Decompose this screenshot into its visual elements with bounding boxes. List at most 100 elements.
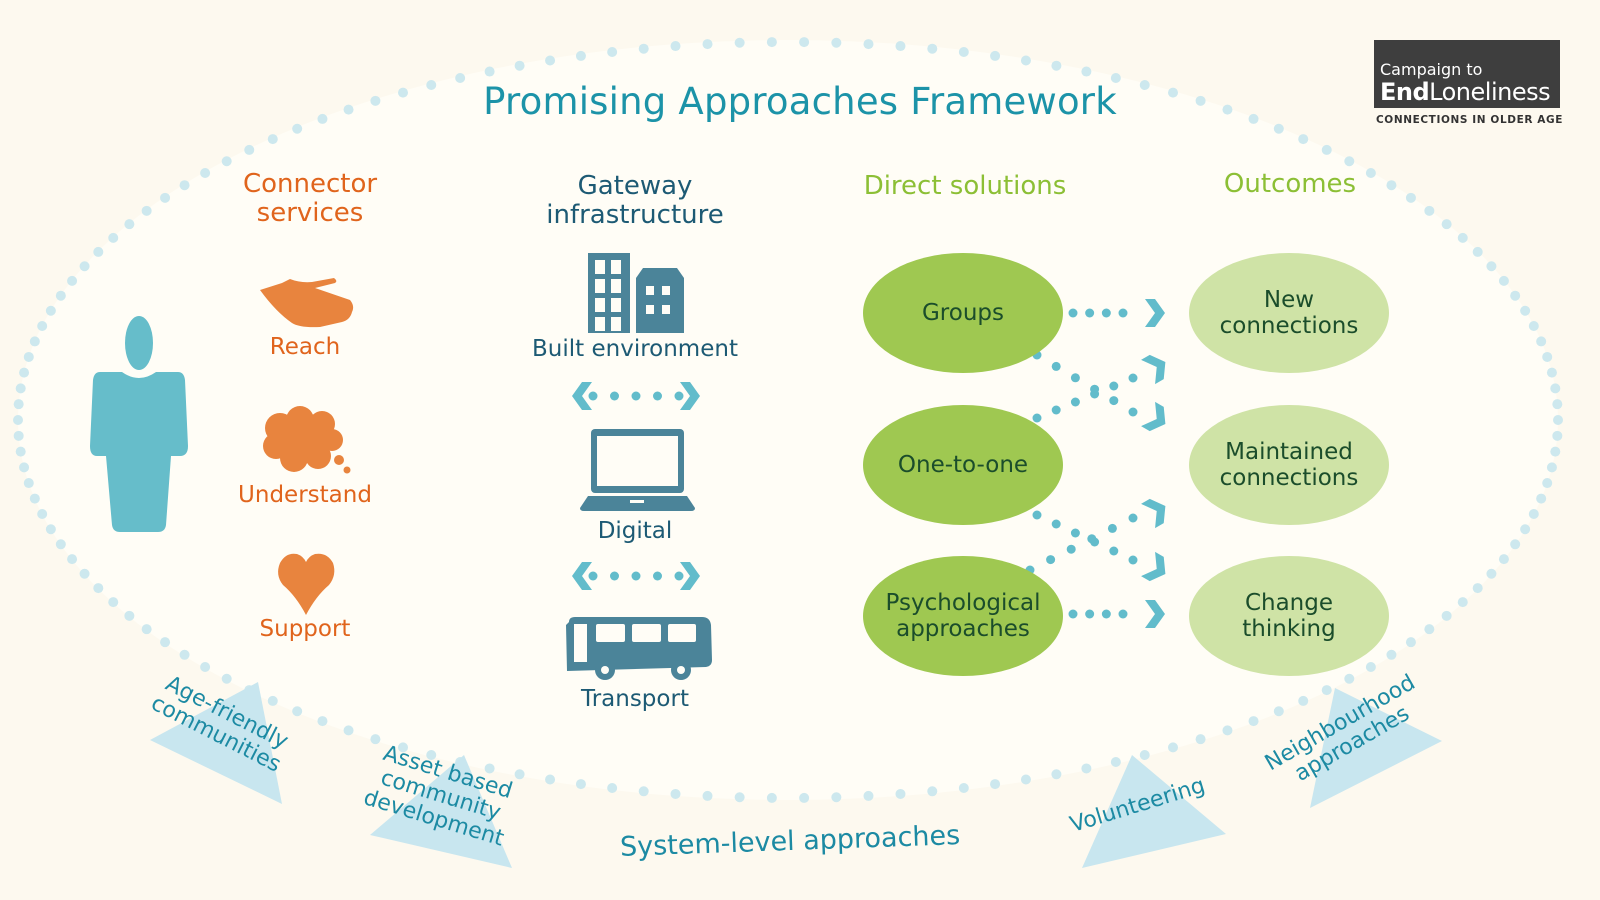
boundary-dot (1248, 113, 1259, 124)
boundary-dot (221, 156, 232, 167)
label-support: Support (259, 616, 351, 642)
boundary-dot (179, 180, 190, 191)
boundary-dot (927, 43, 938, 54)
boundary-dot (484, 66, 495, 77)
arrow-head (1141, 401, 1166, 432)
label-digital: Digital (597, 518, 673, 544)
boundary-dot (1321, 685, 1332, 696)
arrow-dot (631, 571, 641, 581)
ellipse-groups[interactable]: Groups (863, 253, 1063, 373)
boundary-dot (1457, 232, 1468, 243)
person-icon (90, 316, 188, 532)
boundary-dot (108, 232, 119, 243)
boundary-dot (1520, 305, 1531, 316)
boundary-dot (29, 493, 40, 504)
boundary-dot (831, 792, 842, 803)
boundary-dot (1298, 134, 1309, 145)
campaign-logo[interactable]: Campaign to EndLoneliness (1374, 40, 1560, 108)
boundary-dot (766, 792, 777, 803)
boundary-dot (1405, 192, 1416, 203)
thought-bubble-icon (263, 406, 351, 474)
arrow-dot (1128, 407, 1138, 417)
boundary-dot (484, 763, 495, 774)
boundary-dot (575, 779, 586, 790)
boundary-dot (67, 275, 78, 286)
boundary-dot (200, 661, 211, 672)
arrow-dot (1085, 308, 1095, 318)
dotted-boundary (13, 37, 1563, 803)
boundary-dot (37, 320, 48, 331)
boundary-dot (1081, 763, 1092, 774)
bus-icon (566, 617, 712, 680)
arrow-dot (1046, 555, 1056, 565)
boundary-dot (455, 72, 466, 83)
boundary-dot (1298, 695, 1309, 706)
boundary-dot (1542, 478, 1553, 489)
boundary-dot (895, 788, 906, 799)
boundary-dot (1168, 87, 1178, 98)
boundary-dot (317, 113, 328, 124)
arrow-dot (588, 391, 598, 401)
boundary-dot (141, 205, 152, 216)
boundary-dot (267, 695, 278, 706)
logo-tagline: CONNECTIONS IN OLDER AGE (1376, 114, 1563, 126)
boundary-dot (1222, 725, 1233, 736)
boundary-dot (1273, 123, 1284, 134)
boundary-dot (108, 597, 119, 608)
ellipse-one-to-one[interactable]: One-to-one (863, 405, 1063, 525)
triangle-neighbourhood (1310, 688, 1442, 808)
arrow-head (1141, 354, 1166, 385)
arrow-dot (1085, 609, 1095, 619)
boundary-dot (734, 37, 745, 48)
boundary-dot (37, 509, 48, 520)
boundary-dot (426, 80, 437, 91)
boundary-dot (1405, 637, 1416, 648)
boundary-dot (1386, 649, 1397, 660)
boundary-dot (93, 583, 104, 594)
arrow-dot (610, 391, 619, 401)
boundary-dot (67, 554, 78, 565)
boundary-dot (702, 39, 713, 50)
arrow-dot (674, 391, 684, 401)
arrow-dot (1066, 544, 1076, 554)
boundary-dot (607, 783, 618, 794)
boundary-dot (670, 41, 681, 52)
boundary-dot (1528, 320, 1539, 331)
boundary-dot (990, 50, 1001, 61)
boundary-dot (1168, 742, 1178, 753)
boundary-dot (545, 774, 556, 785)
boundary-dot (1528, 509, 1539, 520)
boundary-dot (343, 725, 354, 736)
boundary-dot (13, 430, 24, 441)
arrow-dot (1070, 373, 1080, 383)
boundary-dot (1441, 610, 1452, 621)
triangle-volunteering (1082, 755, 1226, 868)
boundary-dot (23, 478, 34, 489)
boundary-dot (607, 46, 618, 57)
arrow-dot (1128, 513, 1138, 523)
boundary-dot (221, 673, 232, 684)
boundary-dot (93, 246, 104, 257)
boundary-dot (1344, 673, 1355, 684)
boundary-dot (1542, 351, 1553, 362)
boundary-dot (370, 734, 381, 745)
boundary-dot (1510, 539, 1521, 550)
boundary-dot (638, 786, 649, 797)
arrow-dot (674, 571, 684, 581)
boundary-dot (370, 95, 381, 106)
boundary-dot (1020, 774, 1031, 785)
boundary-dot (1081, 66, 1092, 77)
boundary-dot (79, 261, 90, 272)
boundary-dot (1550, 383, 1561, 394)
arrow-dot (1032, 413, 1042, 423)
arrow-dot (1118, 308, 1128, 318)
heading-direct-solutions: Direct solutions (863, 171, 1067, 201)
arrow-dot (1107, 523, 1117, 533)
arrow-dot (1109, 381, 1119, 391)
arrow-dot (1087, 534, 1097, 544)
